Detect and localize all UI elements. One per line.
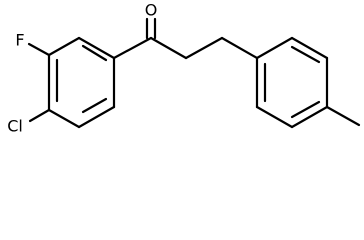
left-ring-bond-top-right bbox=[77, 36, 116, 60]
left-ring-bond-bottom-right bbox=[77, 105, 116, 129]
ch2-to-ch2-bond bbox=[184, 36, 224, 60]
oxygen-label: O bbox=[145, 1, 158, 20]
ch2-to-ring-bond bbox=[220, 36, 259, 60]
chlorine-label: Cl bbox=[7, 117, 23, 136]
ketone-chain bbox=[112, 17, 259, 60]
right-ring-bond-bottom-right bbox=[290, 105, 329, 129]
fluorine-label: F bbox=[15, 31, 24, 50]
molecule-diagram: O F Cl bbox=[7, 0, 361, 136]
right-ring bbox=[255, 36, 329, 129]
chlorine-bond bbox=[28, 108, 51, 123]
left-ring-bond-top-left bbox=[47, 36, 81, 57]
ring-to-carbonyl-bond bbox=[112, 36, 153, 60]
carbonyl-to-ch2-bond bbox=[149, 36, 188, 60]
right-ring-inner-bond-1 bbox=[290, 45, 321, 64]
left-ring-bond-bottom-left bbox=[47, 108, 81, 129]
right-ring-inner-bond-2 bbox=[290, 100, 321, 119]
fluorine-bond bbox=[27, 42, 51, 57]
left-ring-inner-bond-1 bbox=[81, 44, 108, 62]
methyl-bond bbox=[325, 105, 361, 127]
right-ring-bond-top-right bbox=[290, 36, 329, 60]
left-ring bbox=[47, 36, 116, 129]
right-ring-bond-bottom-left bbox=[255, 105, 294, 129]
right-ring-bond-top-left bbox=[255, 36, 294, 60]
left-ring-inner-bond-2 bbox=[81, 97, 108, 114]
molecule-structure: O F Cl bbox=[7, 1, 361, 136]
